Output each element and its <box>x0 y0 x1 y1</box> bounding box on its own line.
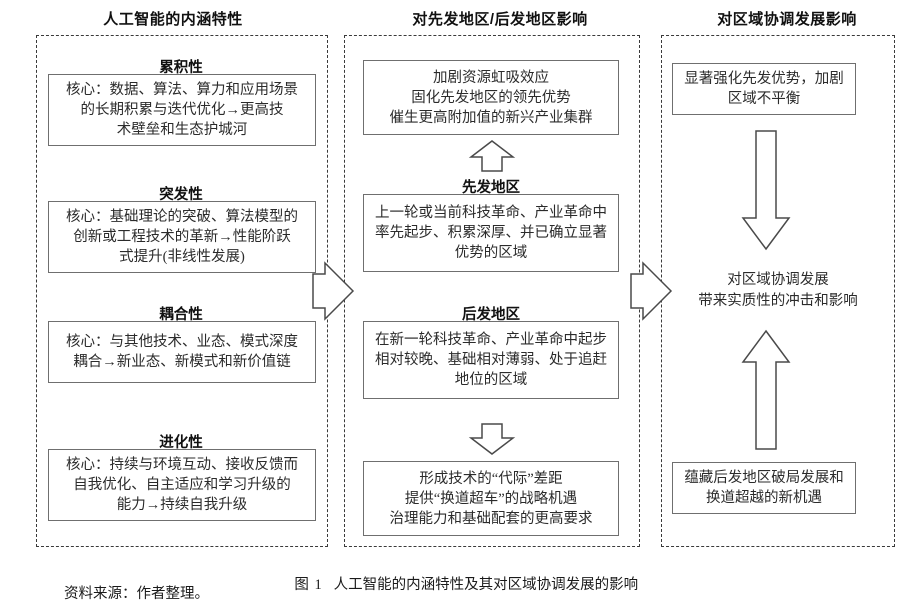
box-evolutionary-text: 核心：持续与环境互动、接收反馈而 自我优化、自主适应和学习升级的 能力→持续自我… <box>66 457 298 513</box>
box-late-mover-opportunity: 蕴藏后发地区破局发展和 换道超越的新机遇 <box>672 462 856 514</box>
box-leading-region-outcome-text: 加剧资源虹吸效应 固化先发地区的领先优势 催生更高附加值的新兴产业集群 <box>389 69 593 126</box>
column-title-region-impact: 对先发地区/后发地区影响 <box>412 11 588 28</box>
right-block-arrow-icon-middle-to-right <box>630 261 673 321</box>
subheading-evolutionary: 进化性 <box>159 435 203 451</box>
figure-caption-text: 人工智能的内涵特性及其对区域协调发展的影响 <box>333 577 639 593</box>
box-late-mover-region: 在新一轮科技革命、产业革命中起步 相对较晚、基础相对薄弱、处于追赶 地位的区域 <box>363 321 619 399</box>
figure-caption-gap <box>323 577 334 593</box>
box-evolutionary: 核心：持续与环境互动、接收反馈而 自我优化、自主适应和学习升级的 能力→持续自我… <box>48 449 316 521</box>
subheading-first-mover-region: 先发地区 <box>462 180 520 196</box>
box-late-mover-outcome: 形成技术的“代际”差距 提供“换道超车”的战略机遇 治理能力和基础配套的更高要求 <box>363 461 619 536</box>
up-block-arrow-icon-middle <box>468 140 516 172</box>
box-emergent: 核心：基础理论的突破、算法模型的 创新或工程技术的革新→性能阶跃 式提升(非线性… <box>48 201 316 273</box>
up-block-arrow-icon-right <box>741 329 791 450</box>
subheading-emergent: 突发性 <box>159 187 203 203</box>
down-block-arrow-icon-middle <box>468 423 516 455</box>
box-coupling: 核心：与其他技术、业态、模式深度 耦合→新业态、新模式和新价值链 <box>48 321 316 383</box>
box-emergent-text: 核心：基础理论的突破、算法模型的 创新或工程技术的革新→性能阶跃 式提升(非线性… <box>66 209 298 265</box>
box-late-mover-opportunity-text: 蕴藏后发地区破局发展和 换道超越的新机遇 <box>684 470 844 506</box>
box-late-mover-outcome-text: 形成技术的“代际”差距 提供“换道超车”的战略机遇 治理能力和基础配套的更高要求 <box>389 470 593 527</box>
figure-caption-label: 图 1 <box>294 577 323 593</box>
column-title-ai-traits: 人工智能的内涵特性 <box>103 11 243 28</box>
subheading-coupling: 耦合性 <box>159 307 203 323</box>
box-leading-region-outcome: 加剧资源虹吸效应 固化先发地区的领先优势 催生更高附加值的新兴产业集群 <box>363 60 619 135</box>
box-strengthen-first-mover: 显著强化先发优势，加剧 区域不平衡 <box>672 63 856 115</box>
box-cumulative: 核心：数据、算法、算力和应用场景 的长期积累与迭代优化→更高技 术壁垒和生态护城… <box>48 74 316 146</box>
box-cumulative-text: 核心：数据、算法、算力和应用场景 的长期积累与迭代优化→更高技 术壁垒和生态护城… <box>66 82 298 138</box>
box-late-mover-region-text: 在新一轮科技革命、产业革命中起步 相对较晚、基础相对薄弱、处于追赶 地位的区域 <box>375 332 607 388</box>
box-first-mover-region-text: 上一轮或当前科技革命、产业革命中 率先起步、积累深厚、并已确立显著 优势的区域 <box>375 205 607 261</box>
column-title-coordinated: 对区域协调发展影响 <box>717 11 857 28</box>
text-coordinated-development-impact: 对区域协调发展 带来实质性的冲击和影响 <box>698 272 858 309</box>
box-coupling-text: 核心：与其他技术、业态、模式深度 耦合→新业态、新模式和新价值链 <box>66 334 298 370</box>
box-first-mover-region: 上一轮或当前科技革命、产业革命中 率先起步、积累深厚、并已确立显著 优势的区域 <box>363 194 619 272</box>
figure-source: 资料来源：作者整理。 <box>64 586 209 602</box>
figure-caption: 图 1 人工智能的内涵特性及其对区域协调发展的影响 <box>0 556 918 611</box>
subheading-cumulative: 累积性 <box>159 60 203 76</box>
right-block-arrow-icon-left-to-middle <box>312 261 355 321</box>
subheading-late-mover-region: 后发地区 <box>462 307 520 323</box>
box-strengthen-first-mover-text: 显著强化先发优势，加剧 区域不平衡 <box>684 71 844 107</box>
down-block-arrow-icon-right <box>741 130 791 251</box>
